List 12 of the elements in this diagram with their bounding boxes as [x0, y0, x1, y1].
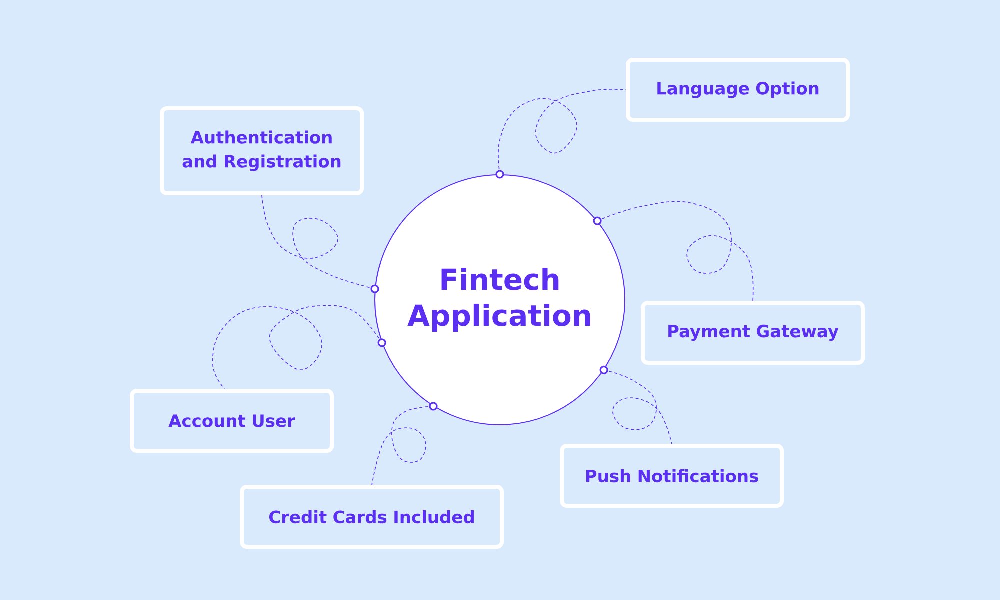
connector [593, 201, 754, 302]
connector [600, 366, 672, 444]
connector [372, 402, 438, 486]
label-box: Authentication and Registration [160, 106, 364, 196]
connector [212, 305, 386, 390]
label-box: Push Notifications [560, 444, 784, 508]
label-box: Language Option [626, 58, 850, 122]
label-box: Credit Cards Included [240, 485, 504, 549]
connector [496, 89, 626, 179]
label-box: Payment Gateway [641, 301, 865, 365]
label-box: Account User [130, 389, 334, 453]
connector [262, 195, 380, 294]
